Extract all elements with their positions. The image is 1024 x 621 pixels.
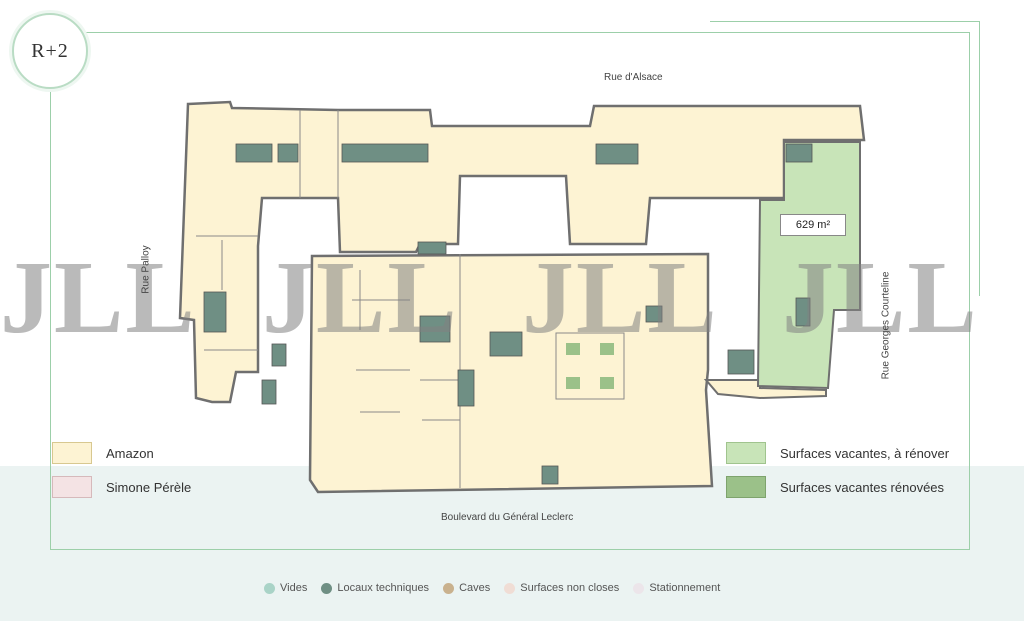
watermark-jll-right: JLL — [782, 240, 979, 355]
legend-label: Amazon — [106, 445, 154, 461]
street-label-right: Rue Georges Courteline — [880, 271, 892, 380]
street-label-top: Rue d'Alsace — [604, 72, 663, 83]
bottom-legend-item-caves: Caves — [443, 582, 490, 594]
watermark-jll-left: JLL — [0, 240, 197, 355]
legend-dot-icon — [504, 582, 516, 594]
courtyard-planters — [566, 343, 614, 389]
bottom-legend-label: Vides — [280, 582, 308, 594]
legend-item-vacant-renovated: Surfaces vacantes rénovées — [726, 476, 944, 498]
bottom-legend-item-stationnement: Stationnement — [633, 582, 720, 594]
street-label-left: Rue Palloy — [140, 245, 152, 294]
plan-frame-accent — [710, 21, 980, 296]
legend-swatch — [52, 442, 92, 464]
legend-item-simone-perele: Simone Pérèle — [52, 476, 191, 498]
legend-item-amazon: Amazon — [52, 442, 154, 464]
legend-dot-icon — [443, 582, 455, 594]
vacant-area — [756, 141, 861, 390]
legend-dot-icon — [633, 582, 645, 594]
building-north-wing — [178, 100, 866, 404]
legend-swatch — [52, 476, 92, 498]
legend-swatch — [726, 442, 766, 464]
plan-frame — [50, 32, 970, 550]
bottom-legend-item-surfaces-non-closes: Surfaces non closes — [504, 582, 619, 594]
bottom-legend-label: Caves — [459, 582, 491, 594]
bottom-legend-item-locaux-techniques: Locaux techniques — [321, 582, 429, 594]
legend-label: Simone Pérèle — [106, 479, 192, 495]
legend-dot-icon — [321, 582, 333, 594]
bottom-legend-label: Locaux techniques — [337, 582, 430, 594]
area-label: 629 m² — [780, 214, 846, 236]
watermark-jll-mid: JLL — [522, 240, 719, 355]
legend-item-vacant-to-renovate: Surfaces vacantes, à rénover — [726, 442, 949, 464]
legend-label: Surfaces vacantes rénovées — [780, 479, 945, 495]
bottom-legend-label: Stationnement — [649, 582, 721, 594]
technical-cores — [203, 143, 813, 485]
bottom-band — [0, 466, 1024, 621]
bottom-legend-item-vides: Vides — [264, 582, 307, 594]
legend-dot-icon — [264, 582, 275, 594]
watermark-jll-center: JLL — [262, 240, 459, 355]
bottom-legend: Vides Locaux techniques Caves Surfaces n… — [264, 582, 720, 594]
street-label-bottom: Boulevard du Général Leclerc — [441, 512, 574, 523]
level-badge: R+2 — [12, 13, 88, 89]
legend-label: Surfaces vacantes, à rénover — [780, 445, 950, 461]
legend-swatch — [726, 476, 766, 498]
building-south-block — [308, 252, 714, 494]
bottom-legend-label: Surfaces non closes — [520, 582, 620, 594]
